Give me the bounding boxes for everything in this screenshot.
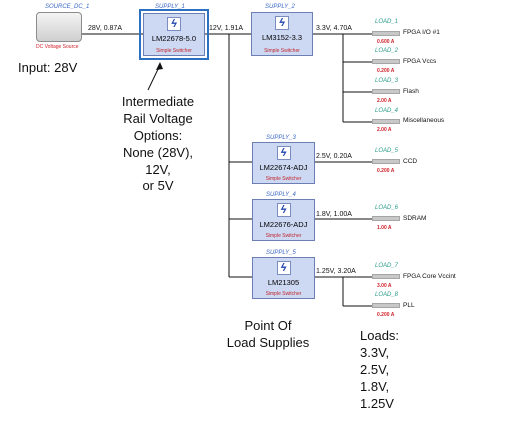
annotation-line: Rail Voltage xyxy=(123,110,193,126)
supply2-block: ϟ LM3152-3.3 Simple Switcher xyxy=(251,12,313,56)
load6-block xyxy=(372,216,400,221)
load6-current: 1.00 A xyxy=(377,225,392,231)
load8-block xyxy=(372,303,400,308)
annotation-line: 1.8V, xyxy=(360,378,390,394)
load5-block xyxy=(372,159,400,164)
load4-block xyxy=(372,119,400,124)
load2-current: 0.200 A xyxy=(377,68,395,74)
source-caption: DC Voltage Source xyxy=(36,44,79,50)
load3-block xyxy=(372,89,400,94)
source-label: SOURCE_DC_1 xyxy=(45,4,90,10)
supply3-sub: Simple Switcher xyxy=(265,176,302,182)
supply5-name: LM21305 xyxy=(267,278,300,287)
annotation-line: Loads: xyxy=(360,328,400,343)
load3-name: Flash xyxy=(403,88,419,95)
annotation-line: 2.5V, xyxy=(360,361,390,377)
supply1-label: SUPPLY_1 xyxy=(155,4,185,10)
load2-name: FPGA Vccs xyxy=(403,58,437,65)
supply3-label: SUPPLY_3 xyxy=(266,135,296,141)
load7-name: FPGA Core Vccint xyxy=(403,273,456,280)
supply3-block: ϟ LM22674-ADJ Simple Switcher xyxy=(252,142,315,184)
load2-label: LOAD_2 xyxy=(375,48,399,54)
source-output: 28V, 0.87A xyxy=(88,25,122,32)
load8-current: 0.200 A xyxy=(377,312,395,318)
intermediate-annotation: Intermediate Rail Voltage Options: None … xyxy=(78,94,238,195)
ti-logo-icon: ϟ xyxy=(276,146,291,160)
supply5-output: 1.25V, 3.20A xyxy=(316,268,356,275)
load4-label: LOAD_4 xyxy=(375,108,399,114)
load1-label: LOAD_1 xyxy=(375,19,399,25)
supply2-output: 3.3V, 4.70A xyxy=(316,25,352,32)
supply2-sub: Simple Switcher xyxy=(264,48,300,54)
supply5-block: ϟ LM21305 Simple Switcher xyxy=(252,257,315,299)
supply5-label: SUPPLY_5 xyxy=(266,250,296,256)
load5-label: LOAD_5 xyxy=(375,148,399,154)
annotation-line: 12V, xyxy=(145,161,171,177)
annotation-line: 1.25V xyxy=(360,395,394,411)
load1-current: 0.600 A xyxy=(377,39,395,45)
load7-label: LOAD_7 xyxy=(375,263,399,269)
load6-label: LOAD_6 xyxy=(375,205,399,211)
supply1-sub: Simple Switcher xyxy=(156,48,192,54)
load3-current: 2.00 A xyxy=(377,98,392,104)
supply2-name: LM3152-3.3 xyxy=(261,33,303,42)
load6-name: SDRAM xyxy=(403,215,427,222)
supply3-output: 2.5V, 0.20A xyxy=(316,153,352,160)
annotation-line: Options: xyxy=(133,127,183,143)
load7-current: 3.00 A xyxy=(377,283,392,289)
load7-block xyxy=(372,274,400,279)
input-text: Input: 28V xyxy=(18,60,78,75)
supply4-label: SUPPLY_4 xyxy=(266,192,296,198)
annotation-line: 3.3V, xyxy=(360,344,390,360)
dc-source-block xyxy=(36,12,82,42)
load8-name: PLL xyxy=(403,302,415,309)
load8-label: LOAD_8 xyxy=(375,292,399,298)
load2-block xyxy=(372,59,400,64)
supply4-sub: Simple Switcher xyxy=(265,233,302,239)
load5-current: 0.200 A xyxy=(377,168,395,174)
ti-logo-icon: ϟ xyxy=(276,261,291,275)
pol-annotation: Point Of Load Supplies xyxy=(208,318,328,352)
loads-annotation: Loads: 3.3V, 2.5V, 1.8V, 1.25V xyxy=(360,328,399,412)
load5-name: CCD xyxy=(403,158,418,165)
supply1-highlight xyxy=(139,9,209,60)
supply4-block: ϟ LM22676-ADJ Simple Switcher xyxy=(252,199,315,241)
supply3-name: LM22674-ADJ xyxy=(259,163,308,172)
load3-label: LOAD_3 xyxy=(375,78,399,84)
supply1-output: 12V, 1.91A xyxy=(209,25,243,32)
supply1-name: LM22678-5.0 xyxy=(151,34,197,43)
annotation-line: None (28V), xyxy=(122,144,194,160)
supply1-block: ϟ LM22678-5.0 Simple Switcher xyxy=(143,13,205,56)
ti-logo-icon: ϟ xyxy=(276,203,291,217)
supply5-sub: Simple Switcher xyxy=(265,291,302,297)
supply2-label: SUPPLY_2 xyxy=(265,4,295,10)
load1-block xyxy=(372,31,400,36)
load4-name: Miscellaneous xyxy=(403,117,445,124)
annotation-line: Intermediate xyxy=(121,94,195,109)
load1-name: FPGA I/O #1 xyxy=(403,29,440,36)
load4-current: 2.00 A xyxy=(377,127,392,133)
annotation-line: Point Of xyxy=(244,318,292,333)
annotation-line: or 5V xyxy=(142,178,174,194)
ti-logo-icon: ϟ xyxy=(275,16,289,30)
annotation-line: Load Supplies xyxy=(226,334,310,350)
supply4-name: LM22676-ADJ xyxy=(259,220,308,229)
supply4-output: 1.8V, 1.00A xyxy=(316,211,352,218)
ti-logo-icon: ϟ xyxy=(167,17,181,31)
